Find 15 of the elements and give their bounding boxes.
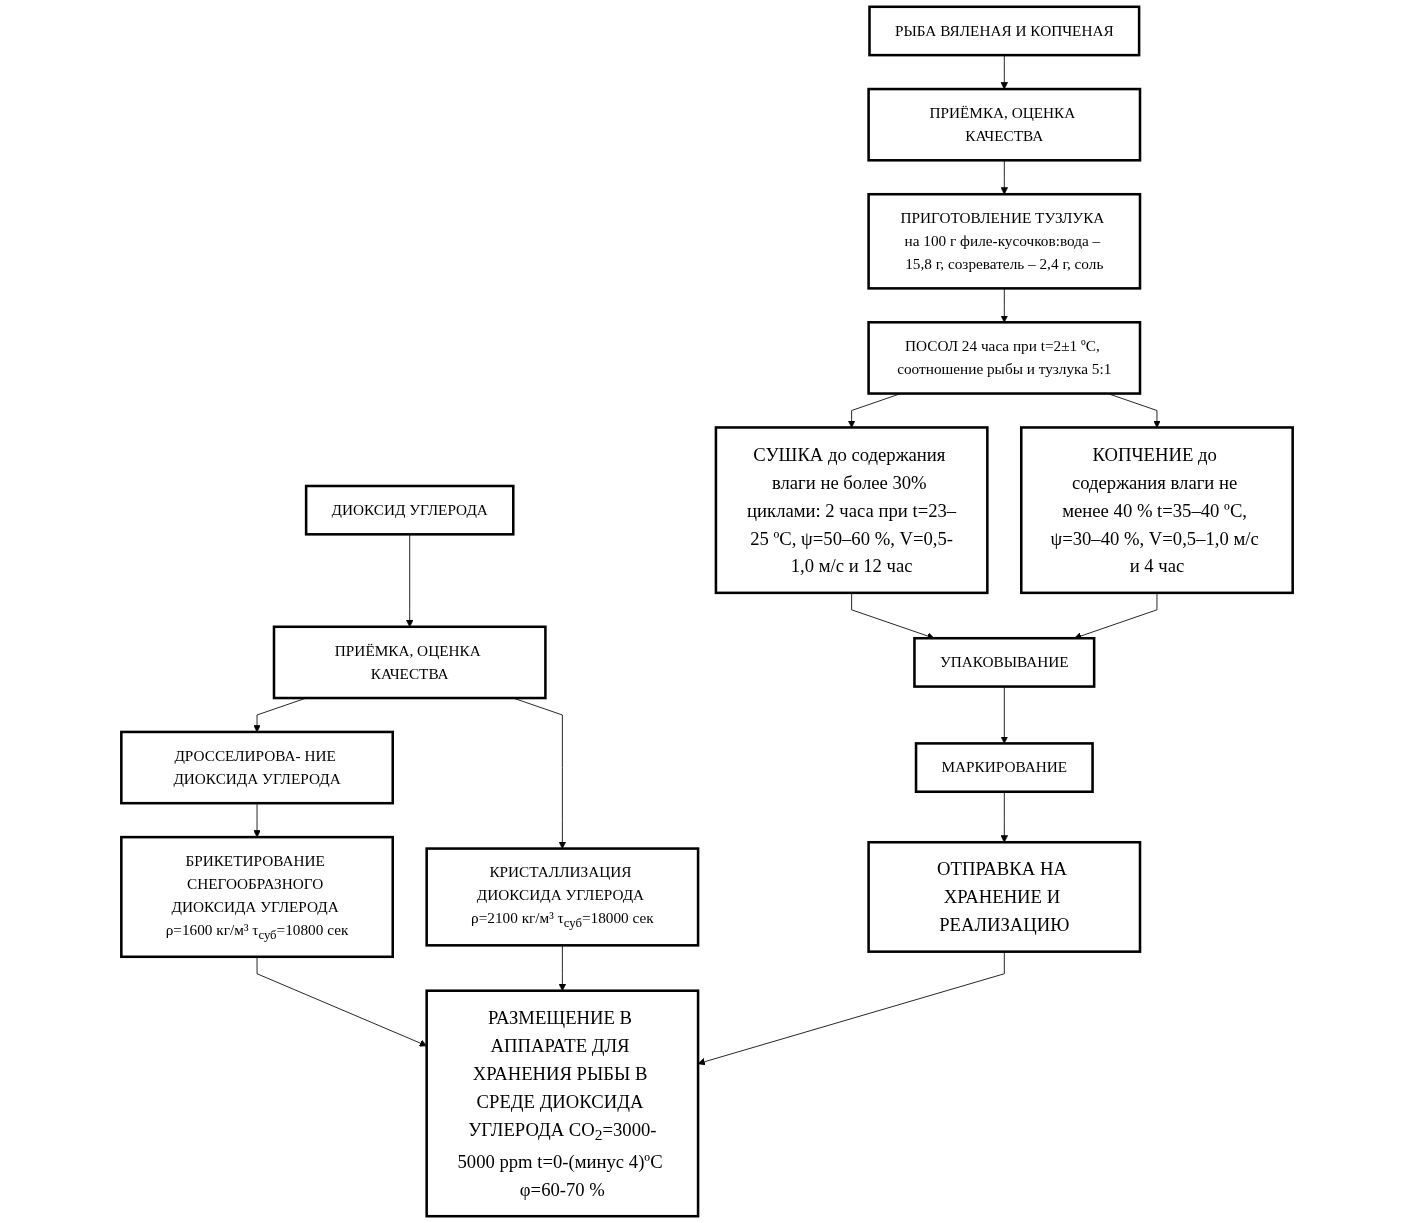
node-box: ДРОССЕЛИРОВА- НИЕ ДИОКСИДА УГЛЕРОДА <box>120 730 394 805</box>
node-box: РЫБА ВЯЛЕНАЯ И КОПЧЕНАЯ <box>868 5 1141 57</box>
node-box: КОПЧЕНИЕ до содержания влаги не менее 40 % t=35–40 ºС, ψ=30–40 %, V=0,5–1,0 м/с и 4 час <box>1020 426 1294 595</box>
node-box: РАЗМЕЩЕНИЕ В АППАРАТЕ ДЛЯ ХРАНЕНИЯ РЫБЫ В СРЕДЕ ДИОКСИДА УГЛЕРОДА CO$_{2}$=3000-5000 ppm t=0-(минус 4)ºС φ=60-70 % <box>425 989 700 1218</box>
node-box: ОТПРАВКА НА ХРАНЕНИЕ И РЕАЛИЗАЦИЮ <box>867 841 1142 953</box>
node-box: МАРКИРОВАНИЕ <box>914 742 1094 793</box>
node-box: ПРИЁМКА, ОЦЕНКА КАЧЕСТВА <box>272 625 547 700</box>
node-box: ПРИГОТОВЛЕНИЕ ТУЗЛУКА на 100 г филе-кусочков:вода – 15,8 г, созреватель – 2,4 г, соль <box>867 192 1142 290</box>
node-box: ДИОКСИД УГЛЕРОДА <box>304 484 515 536</box>
node-box: СУШКА до содержания влаги не более 30% циклами: 2 часа при t=23–25 ºС, ψ=50–60 %, V=0,5-1,0 м/с и 12 час <box>714 426 989 595</box>
node-box: БРИКЕТИРОВАНИЕ СНЕГООБРАЗНОГО ДИОКСИДА УГЛЕРОДА ρ=1600 кг/м³ τ$_{суб}$=10800 сек <box>120 835 394 959</box>
node-box: КРИСТАЛЛИЗАЦИЯ ДИОКСИДА УГЛЕРОДА ρ=2100 кг/м³ τ$_{суб}$=18000 сек <box>425 847 700 947</box>
node-box: УПАКОВЫВАНИЕ <box>913 636 1096 688</box>
node-box: ПОСОЛ 24 часа при t=2±1 ºС, соотношение рыбы и тузлука 5:1 <box>867 321 1142 395</box>
node-box: ПРИЁМКА, ОЦЕНКА КАЧЕСТВА <box>867 87 1142 162</box>
